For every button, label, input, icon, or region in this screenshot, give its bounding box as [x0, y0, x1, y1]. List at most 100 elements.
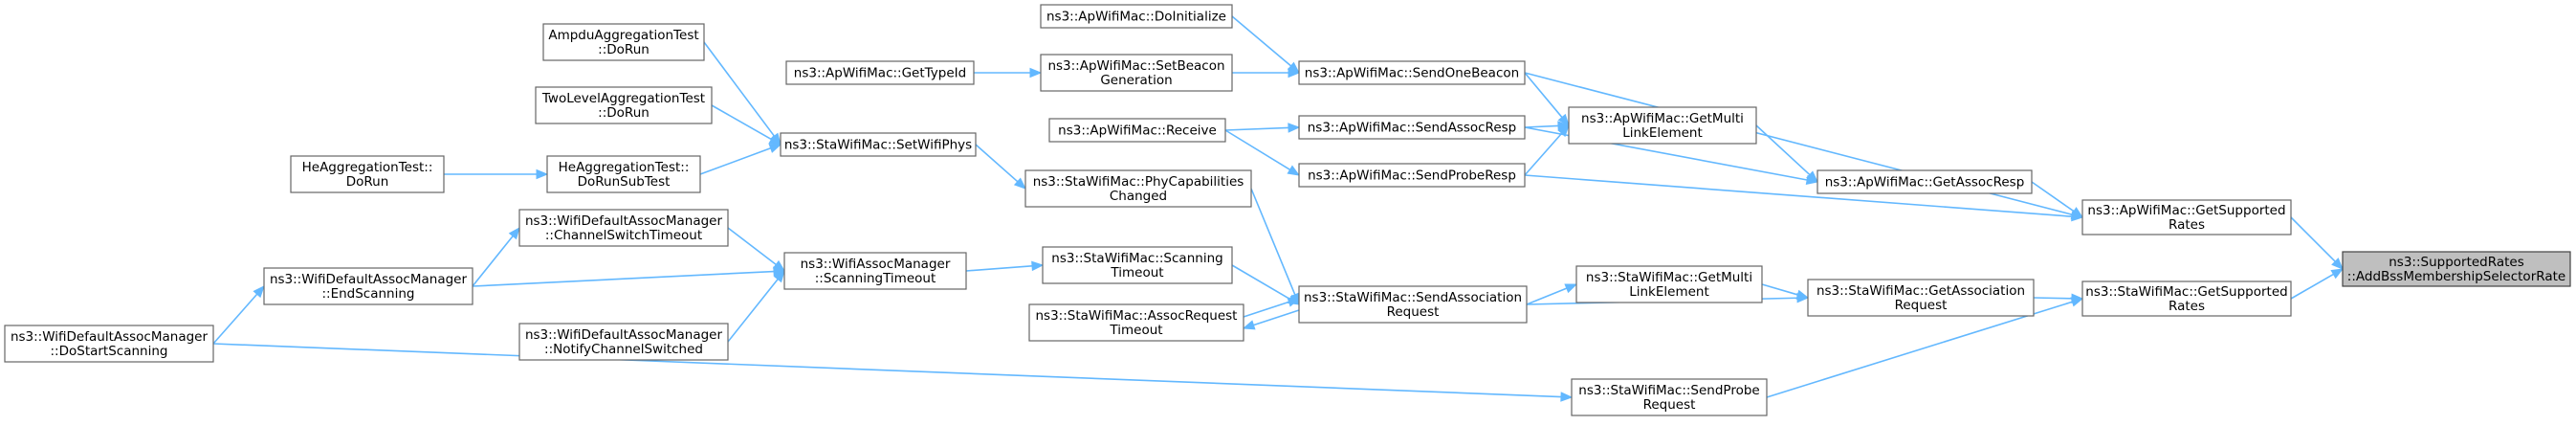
node-wdam-dostart[interactable]: ns3::WifiDefaultAssocManager::DoStartSca… [4, 325, 214, 363]
node-label: ::AddBssMembershipSelectorRate [2347, 269, 2565, 284]
node-box [518, 323, 729, 361]
node-label: Generation [1100, 73, 1172, 88]
node-label: AmpduAggregationTest [548, 28, 698, 43]
edge-sta_phycap-to-sta_sendassocreq [1250, 188, 1300, 306]
arrowhead-icon [1029, 67, 1043, 78]
node-ap-receive[interactable]: ns3::ApWifiMac::Receive [1048, 118, 1226, 143]
edge-line [2033, 297, 2073, 300]
node-label: ns3::StaWifiMac::PhyCapabilities [1033, 174, 1244, 190]
edge-line [1250, 188, 1296, 296]
arrowhead-icon [768, 134, 782, 146]
node-ap-sendassocresp[interactable]: ns3::ApWifiMac::SendAssocResp [1298, 115, 1526, 140]
node-label: ::DoRun [598, 42, 650, 57]
edge-sta_sendassocreq-to-sta_getmultilink [1526, 283, 1578, 305]
node-sta-scanningtimeout[interactable]: ns3::StaWifiMac::ScanningTimeout [1042, 246, 1233, 284]
node-label: ns3::WifiDefaultAssocManager [525, 327, 723, 343]
edge-line [1524, 72, 1563, 119]
node-ap-sendonebeacon[interactable]: ns3::ApWifiMac::SendOneBeacon [1298, 60, 1526, 85]
edge-line [212, 293, 258, 345]
node-target[interactable]: ns3::SupportedRates::AddBssMembershipSel… [2342, 251, 2571, 287]
edge-twolevel_dorun-to-sta_setwifiphys [711, 104, 782, 146]
node-ampdu-dorun[interactable]: AmpduAggregationTest::DoRun [542, 23, 705, 61]
node-label: ns3::StaWifiMac::GetSupported [2085, 284, 2287, 300]
node-label: Request [1387, 304, 1440, 320]
edge-line [1524, 124, 1559, 128]
node-wdam-notify[interactable]: ns3::WifiDefaultAssocManager::NotifyChan… [518, 323, 729, 361]
edge-sta_sendassocreq-to-sta_assocreqtimeout [1242, 309, 1300, 330]
edge-line [727, 227, 777, 265]
node-box [1042, 246, 1233, 284]
edge-line [699, 147, 771, 175]
edge-line [1524, 174, 2073, 217]
node-box [1298, 163, 1526, 188]
edge-line [1755, 124, 1811, 176]
node-he-dorun[interactable]: HeAggregationTest::DoRun [290, 155, 445, 193]
node-he-subtest[interactable]: HeAggregationTest::DoRunSubTest [546, 155, 701, 193]
edge-ampdu_dorun-to-sta_setwifiphys [703, 41, 782, 146]
node-box [263, 267, 473, 305]
edge-wdam_endscanning-to-wam_scanningtimeout [472, 266, 786, 287]
node-box [546, 155, 701, 193]
node-wdam-endscanning[interactable]: ns3::WifiDefaultAssocManager::EndScannin… [263, 267, 473, 305]
node-box [1048, 118, 1226, 143]
edge-line [975, 144, 1019, 183]
edge-ap_receive-to-ap_sendassocresp [1224, 123, 1301, 133]
edge-line [1761, 283, 1798, 296]
node-sta-setwifiphys[interactable]: ns3::StaWifiMac::SetWifiPhys [780, 132, 977, 157]
node-label: LinkElement [1622, 125, 1703, 141]
arrowhead-icon [536, 168, 549, 180]
node-label: ::ChannelSwitchTimeout [545, 228, 702, 243]
node-twolevel-dorun[interactable]: TwoLevelAggregationTest::DoRun [535, 86, 713, 124]
edge-wdam_chswitch-to-wam_scanningtimeout [727, 227, 786, 272]
node-wdam-chswitch[interactable]: ns3::WifiDefaultAssocManager::ChannelSwi… [518, 209, 729, 247]
node-box [1298, 285, 1528, 324]
arrowhead-icon [1796, 293, 1810, 303]
node-ap-sendproberesp[interactable]: ns3::ApWifiMac::SendProbeResp [1298, 163, 1526, 188]
edges-layer [212, 15, 2345, 402]
node-label: ns3::ApWifiMac::DoInitialize [1046, 10, 1226, 25]
node-label: Request [1895, 298, 1948, 313]
node-ap-gettypeid[interactable]: ns3::ApWifiMac::GetTypeId [785, 60, 975, 85]
node-box [2081, 199, 2292, 235]
edge-line [1224, 129, 1291, 170]
node-label: Timeout [1109, 323, 1162, 338]
node-wam-scanningtimeout[interactable]: ns3::WifiAssocManager::ScanningTimeout [783, 252, 967, 290]
node-ap-doinitialize[interactable]: ns3::ApWifiMac::DoInitialize [1040, 4, 1233, 29]
node-label: Timeout [1110, 265, 1163, 280]
node-ap-getassocresp[interactable]: ns3::ApWifiMac::GetAssocResp [1816, 169, 2033, 194]
arrowhead-icon [1287, 297, 1301, 307]
arrowhead-icon [1560, 392, 1574, 402]
node-box [1816, 169, 2033, 194]
arrowhead-icon [773, 269, 785, 283]
node-label: Request [1643, 397, 1696, 413]
arrowhead-icon [768, 144, 782, 153]
node-box [1040, 4, 1233, 29]
node-label: ns3::WifiAssocManager [801, 257, 951, 272]
node-box [1571, 378, 1768, 416]
edge-ap_getmultilink-to-ap_getassocresp [1755, 124, 1818, 183]
edge-wam_scanningtimeout-to-sta_scanningtimeout [965, 260, 1045, 272]
edge-ap_sendproberesp-to-ap_getsupported [1524, 174, 2084, 222]
edge-sta_assocreqtimeout-to-sta_sendassocreq [1243, 297, 1301, 318]
arrowhead-icon [2330, 268, 2345, 280]
arrowhead-icon [2070, 297, 2084, 307]
arrowhead-icon [1288, 123, 1301, 133]
node-label: Rates [2169, 299, 2205, 314]
edge-line [1224, 126, 1289, 131]
arrowhead-icon [1013, 177, 1026, 190]
arrowhead-icon [253, 285, 265, 299]
node-label: ns3::ApWifiMac::SendProbeResp [1308, 168, 1516, 184]
edge-line [472, 270, 775, 287]
node-box [1298, 60, 1526, 85]
node-box [518, 209, 729, 247]
